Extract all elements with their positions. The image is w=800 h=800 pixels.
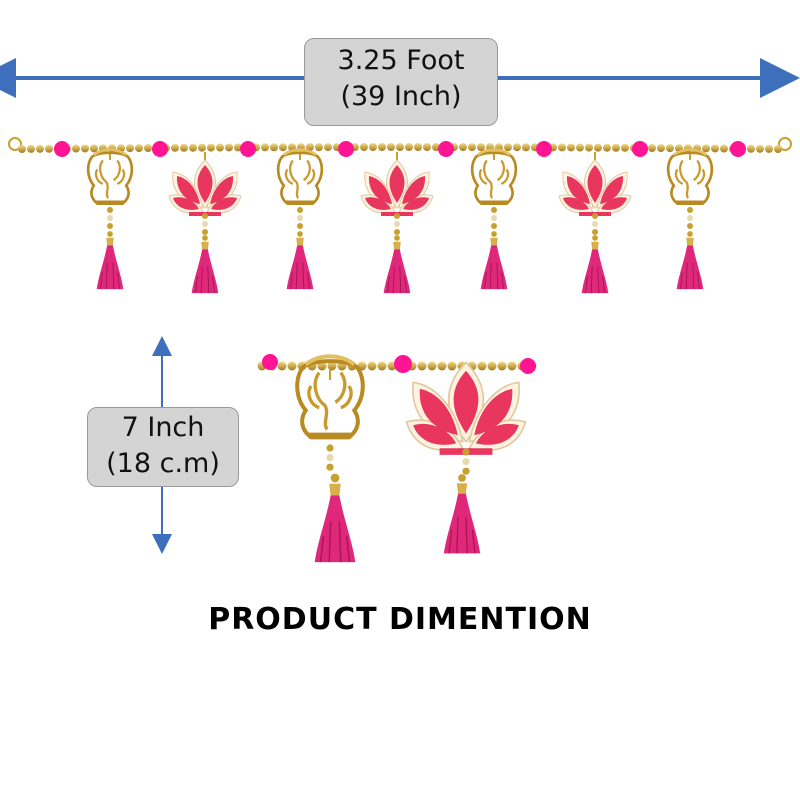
pompom-icon	[338, 141, 354, 157]
pompom-icon	[152, 141, 168, 157]
pompom-icon	[632, 141, 648, 157]
pompom-icon	[240, 141, 256, 157]
tassel-icon	[286, 230, 314, 290]
height-dimension-label: 7 Inch (18 c.m)	[87, 407, 239, 487]
lotus-motif-icon	[407, 363, 526, 452]
tassel-icon	[191, 234, 219, 294]
tassel-icon	[581, 234, 609, 294]
lotus-motif-icon	[359, 158, 435, 216]
tassel-icon	[676, 230, 704, 290]
lotus-motif-icon	[167, 158, 243, 216]
pompom-icon	[438, 141, 454, 157]
tassel-icon	[383, 234, 411, 294]
pompom-icon	[536, 141, 552, 157]
product-dimension-caption: PRODUCT DIMENTION	[208, 602, 592, 637]
lotus-motif-icon	[557, 158, 633, 216]
width-dimension-line2: (39 Inch)	[340, 81, 462, 112]
pompom-icon	[54, 141, 70, 157]
pompom-icon	[262, 354, 536, 374]
width-dimension-label: 3.25 Foot (39 Inch)	[304, 38, 498, 126]
pompom-icon	[730, 141, 746, 157]
tassel-icon	[480, 230, 508, 290]
tassel-icon	[313, 472, 357, 563]
tassel-icon	[443, 473, 481, 555]
toran-full	[8, 137, 792, 294]
tassel-icon	[96, 230, 124, 290]
height-dimension-line1: 7 Inch	[121, 412, 205, 443]
toran-detail	[257, 354, 537, 563]
height-dimension-line2: (18 c.m)	[106, 448, 220, 479]
width-dimension-line1: 3.25 Foot	[337, 45, 465, 76]
